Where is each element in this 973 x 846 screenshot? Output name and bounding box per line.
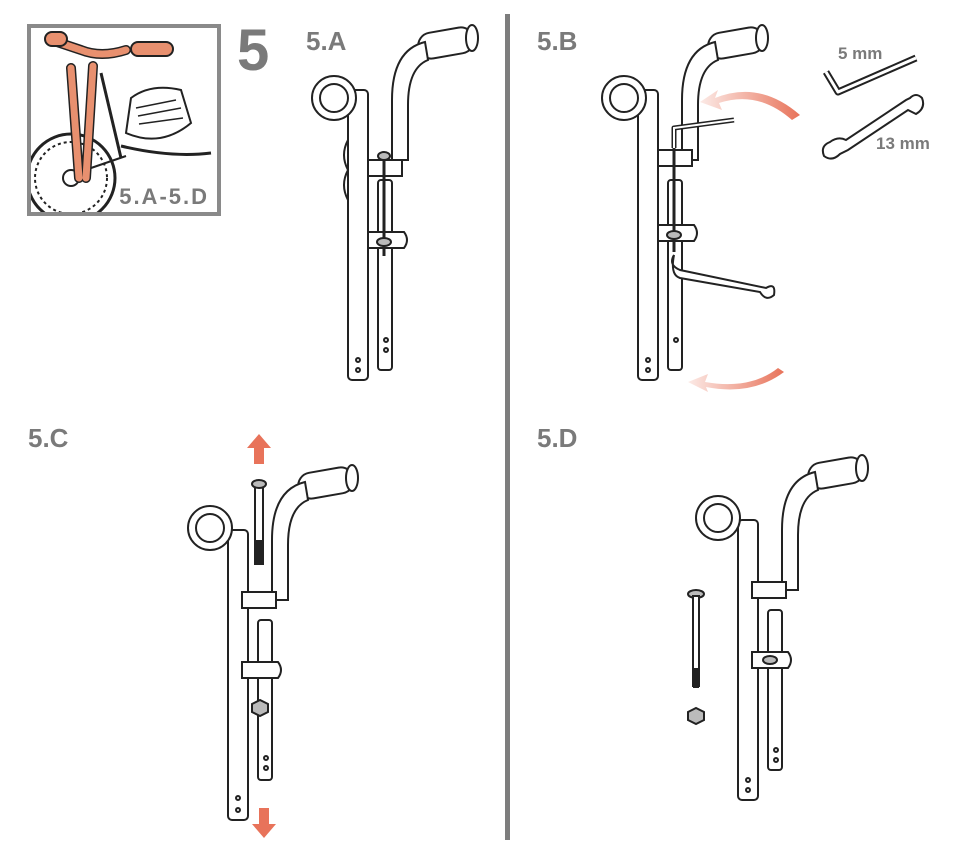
panel-b-handlebar-illustration: [601, 24, 776, 381]
panel-d-handlebar-illustration: [695, 454, 869, 801]
thumbnail-caption: 5.A-5.D: [117, 184, 211, 210]
arrow-down-icon: [252, 808, 276, 838]
hex-key-size: 5 mm: [838, 44, 883, 63]
rotate-clockwise-arrow-icon: [688, 368, 784, 392]
arrow-up-icon: [247, 434, 271, 464]
rotate-counterclockwise-arrow-icon: [700, 90, 800, 120]
panel-divider: [505, 14, 510, 840]
step-number: 5: [237, 18, 270, 83]
hex-key-icon: [822, 54, 918, 96]
panel-a-handlebar-illustration: [311, 24, 479, 381]
panel-d-label: 5.D: [537, 423, 578, 453]
panel-b-label: 5.B: [537, 26, 578, 56]
wrench-icon: [821, 94, 925, 160]
wrench-size: 13 mm: [876, 134, 930, 153]
panel-a-label: 5.A: [306, 26, 347, 56]
bolt-icon: [687, 589, 705, 726]
panel-c-label: 5.C: [28, 423, 69, 453]
overview-thumbnail: 5.A-5.D: [27, 24, 221, 216]
tricycle-thumbnail-drawing: [31, 31, 212, 212]
panel-c-handlebar-illustration: [187, 464, 359, 821]
